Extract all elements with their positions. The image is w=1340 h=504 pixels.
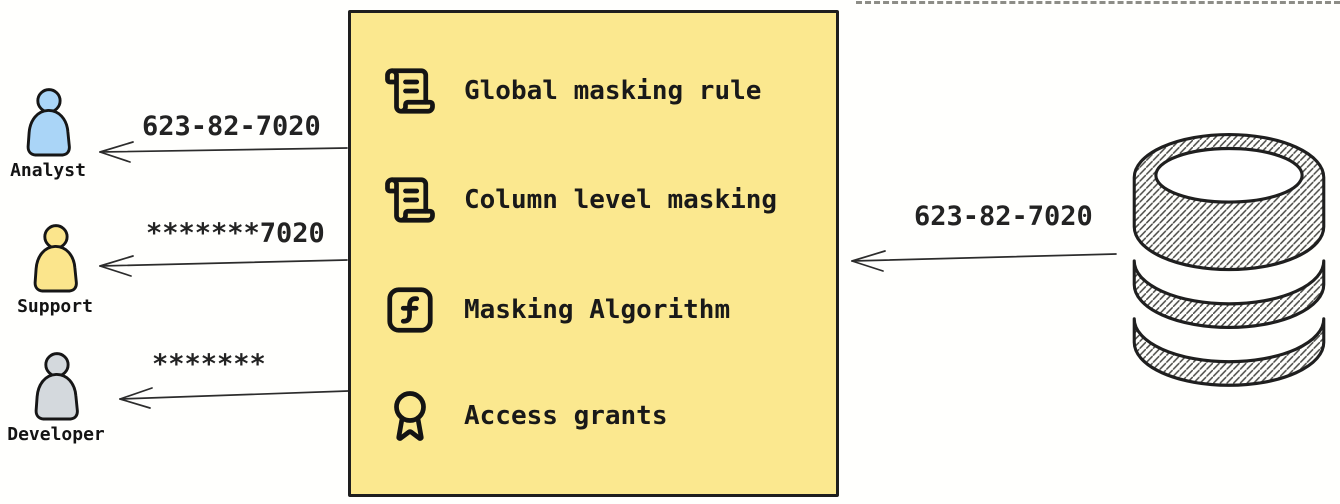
flow-label-developer: ******* [152,349,266,380]
actor-support: Support [7,224,103,316]
actor-developer: Developer [7,352,105,445]
actor-label: Support [17,296,93,317]
policy-item-label: Masking Algorithm [464,295,731,325]
policy-item-label: Global masking rule [464,76,762,106]
policy-item-global-masking-rule: Global masking rule [383,63,761,119]
award-icon [394,391,426,441]
arrow-db-to-box [851,250,1117,272]
masking-policy-box: Global masking rule Column level masking… [348,10,839,497]
flow-label-database: 623-82-7020 [914,201,1093,232]
actor-label: Developer [7,424,105,445]
flow-label-support: *******7020 [146,218,325,249]
scroll-text-icon [385,68,435,114]
database-icon [1132,132,1326,387]
sketch-dashed-edge [856,1,1340,4]
person-icon [34,352,79,421]
arrow-to-support [99,255,348,277]
person-icon [26,88,71,157]
policy-item-label: Access grants [464,401,668,431]
arrow-to-developer [119,387,349,409]
scroll-text-icon [385,177,435,223]
policy-item-masking-algorithm: Masking Algorithm [383,282,730,338]
flow-label-analyst: 623-82-7020 [142,111,321,142]
actor-analyst: Analyst [0,88,96,180]
person-icon [33,224,78,293]
function-square-icon [387,287,433,333]
actor-label: Analyst [10,160,86,181]
policy-item-column-level-masking: Column level masking [383,172,777,228]
policy-item-access-grants: Access grants [383,388,668,444]
policy-item-label: Column level masking [464,185,778,215]
arrow-to-analyst [99,141,348,163]
